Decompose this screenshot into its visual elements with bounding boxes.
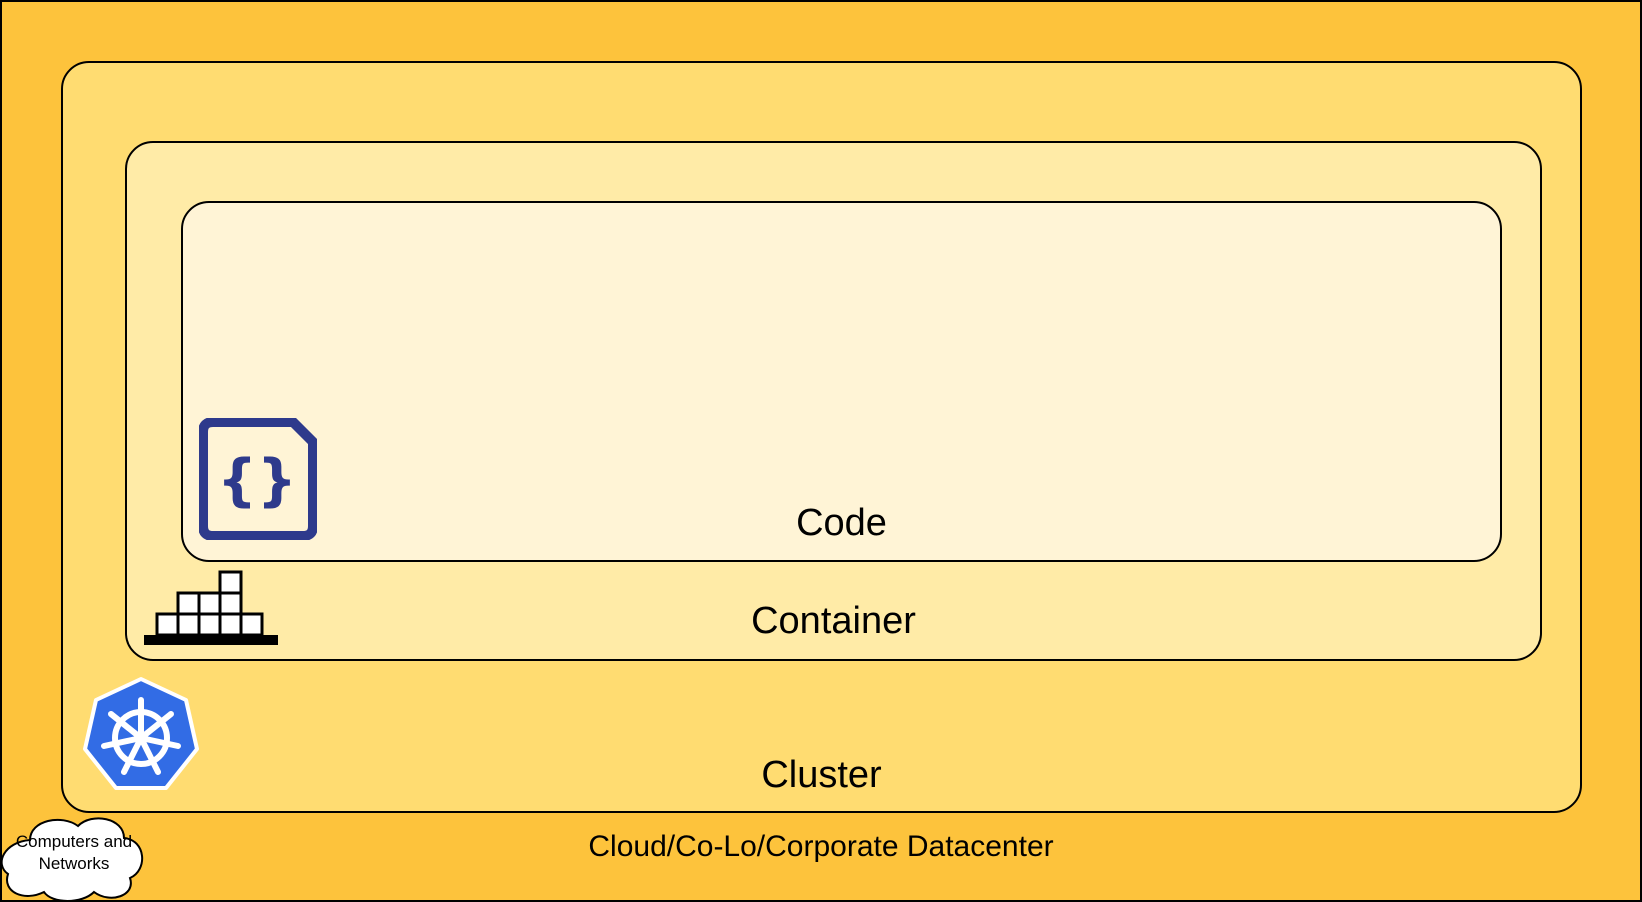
datacenter-layer-label: Cloud/Co-Lo/Corporate Datacenter	[588, 830, 1054, 863]
kubernetes-wheel-icon	[83, 677, 199, 790]
container-layer-label: Container	[751, 600, 916, 642]
cloud-icon	[0, 817, 144, 902]
stacked-containers-icon	[144, 570, 278, 645]
svg-text:{}: {}	[217, 448, 297, 513]
cloud-note-label: Computers and Networks	[15, 832, 133, 873]
code-file-braces-icon: {}	[199, 418, 317, 540]
cluster-layer-label: Cluster	[761, 754, 882, 796]
code-layer-label: Code	[796, 502, 887, 544]
code-layer	[181, 201, 1502, 562]
